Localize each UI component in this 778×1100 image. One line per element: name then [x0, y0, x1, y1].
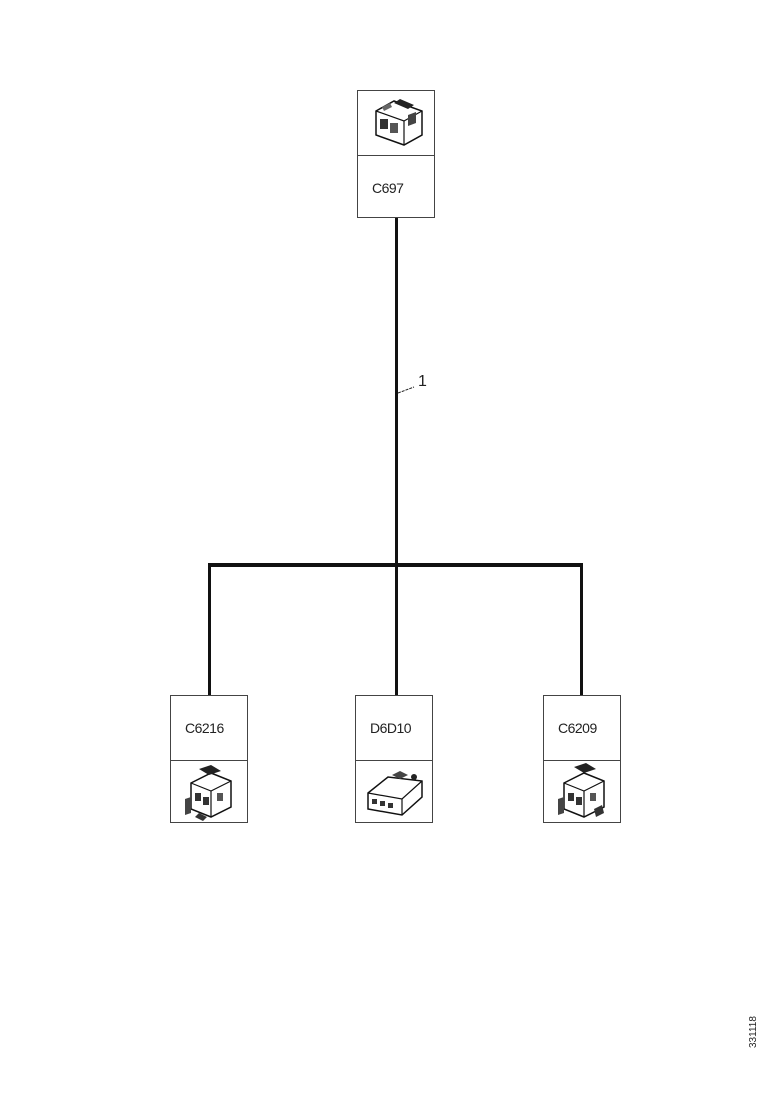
connector-node-c6209[interactable]: C6209	[543, 695, 621, 823]
connector-node-c6216[interactable]: C6216	[170, 695, 248, 823]
branch-bus-wire	[208, 563, 583, 567]
module-unit-icon	[367, 771, 423, 816]
connector-image-cell	[358, 91, 434, 155]
connector-label-c697: C697	[372, 180, 404, 196]
connector-label-cell: C6209	[544, 696, 620, 760]
connector-label-cell: C6216	[171, 696, 247, 760]
connector-housing-icon	[185, 765, 232, 821]
connector-node-d6d10[interactable]: D6D10	[355, 695, 433, 823]
connector-label-cell: D6D10	[356, 696, 432, 760]
branch-wire-left	[208, 563, 211, 695]
connector-housing-icon	[558, 763, 605, 818]
connector-image-cell	[171, 760, 247, 824]
document-reference: 331118	[748, 1016, 759, 1048]
main-trunk-wire	[395, 218, 398, 695]
branch-wire-right	[580, 563, 583, 695]
connector-label-c6209: C6209	[558, 720, 597, 736]
connector-image-cell	[356, 760, 432, 824]
wire-label-leader	[397, 386, 415, 394]
connector-label-d6d10: D6D10	[370, 720, 412, 736]
connector-node-c697[interactable]: C697	[357, 90, 435, 218]
connector-plug-icon	[375, 99, 423, 146]
connector-image-cell	[544, 760, 620, 824]
wire-label: 1	[418, 373, 427, 390]
connector-label-cell: C697	[358, 155, 434, 219]
connector-label-c6216: C6216	[185, 720, 224, 736]
